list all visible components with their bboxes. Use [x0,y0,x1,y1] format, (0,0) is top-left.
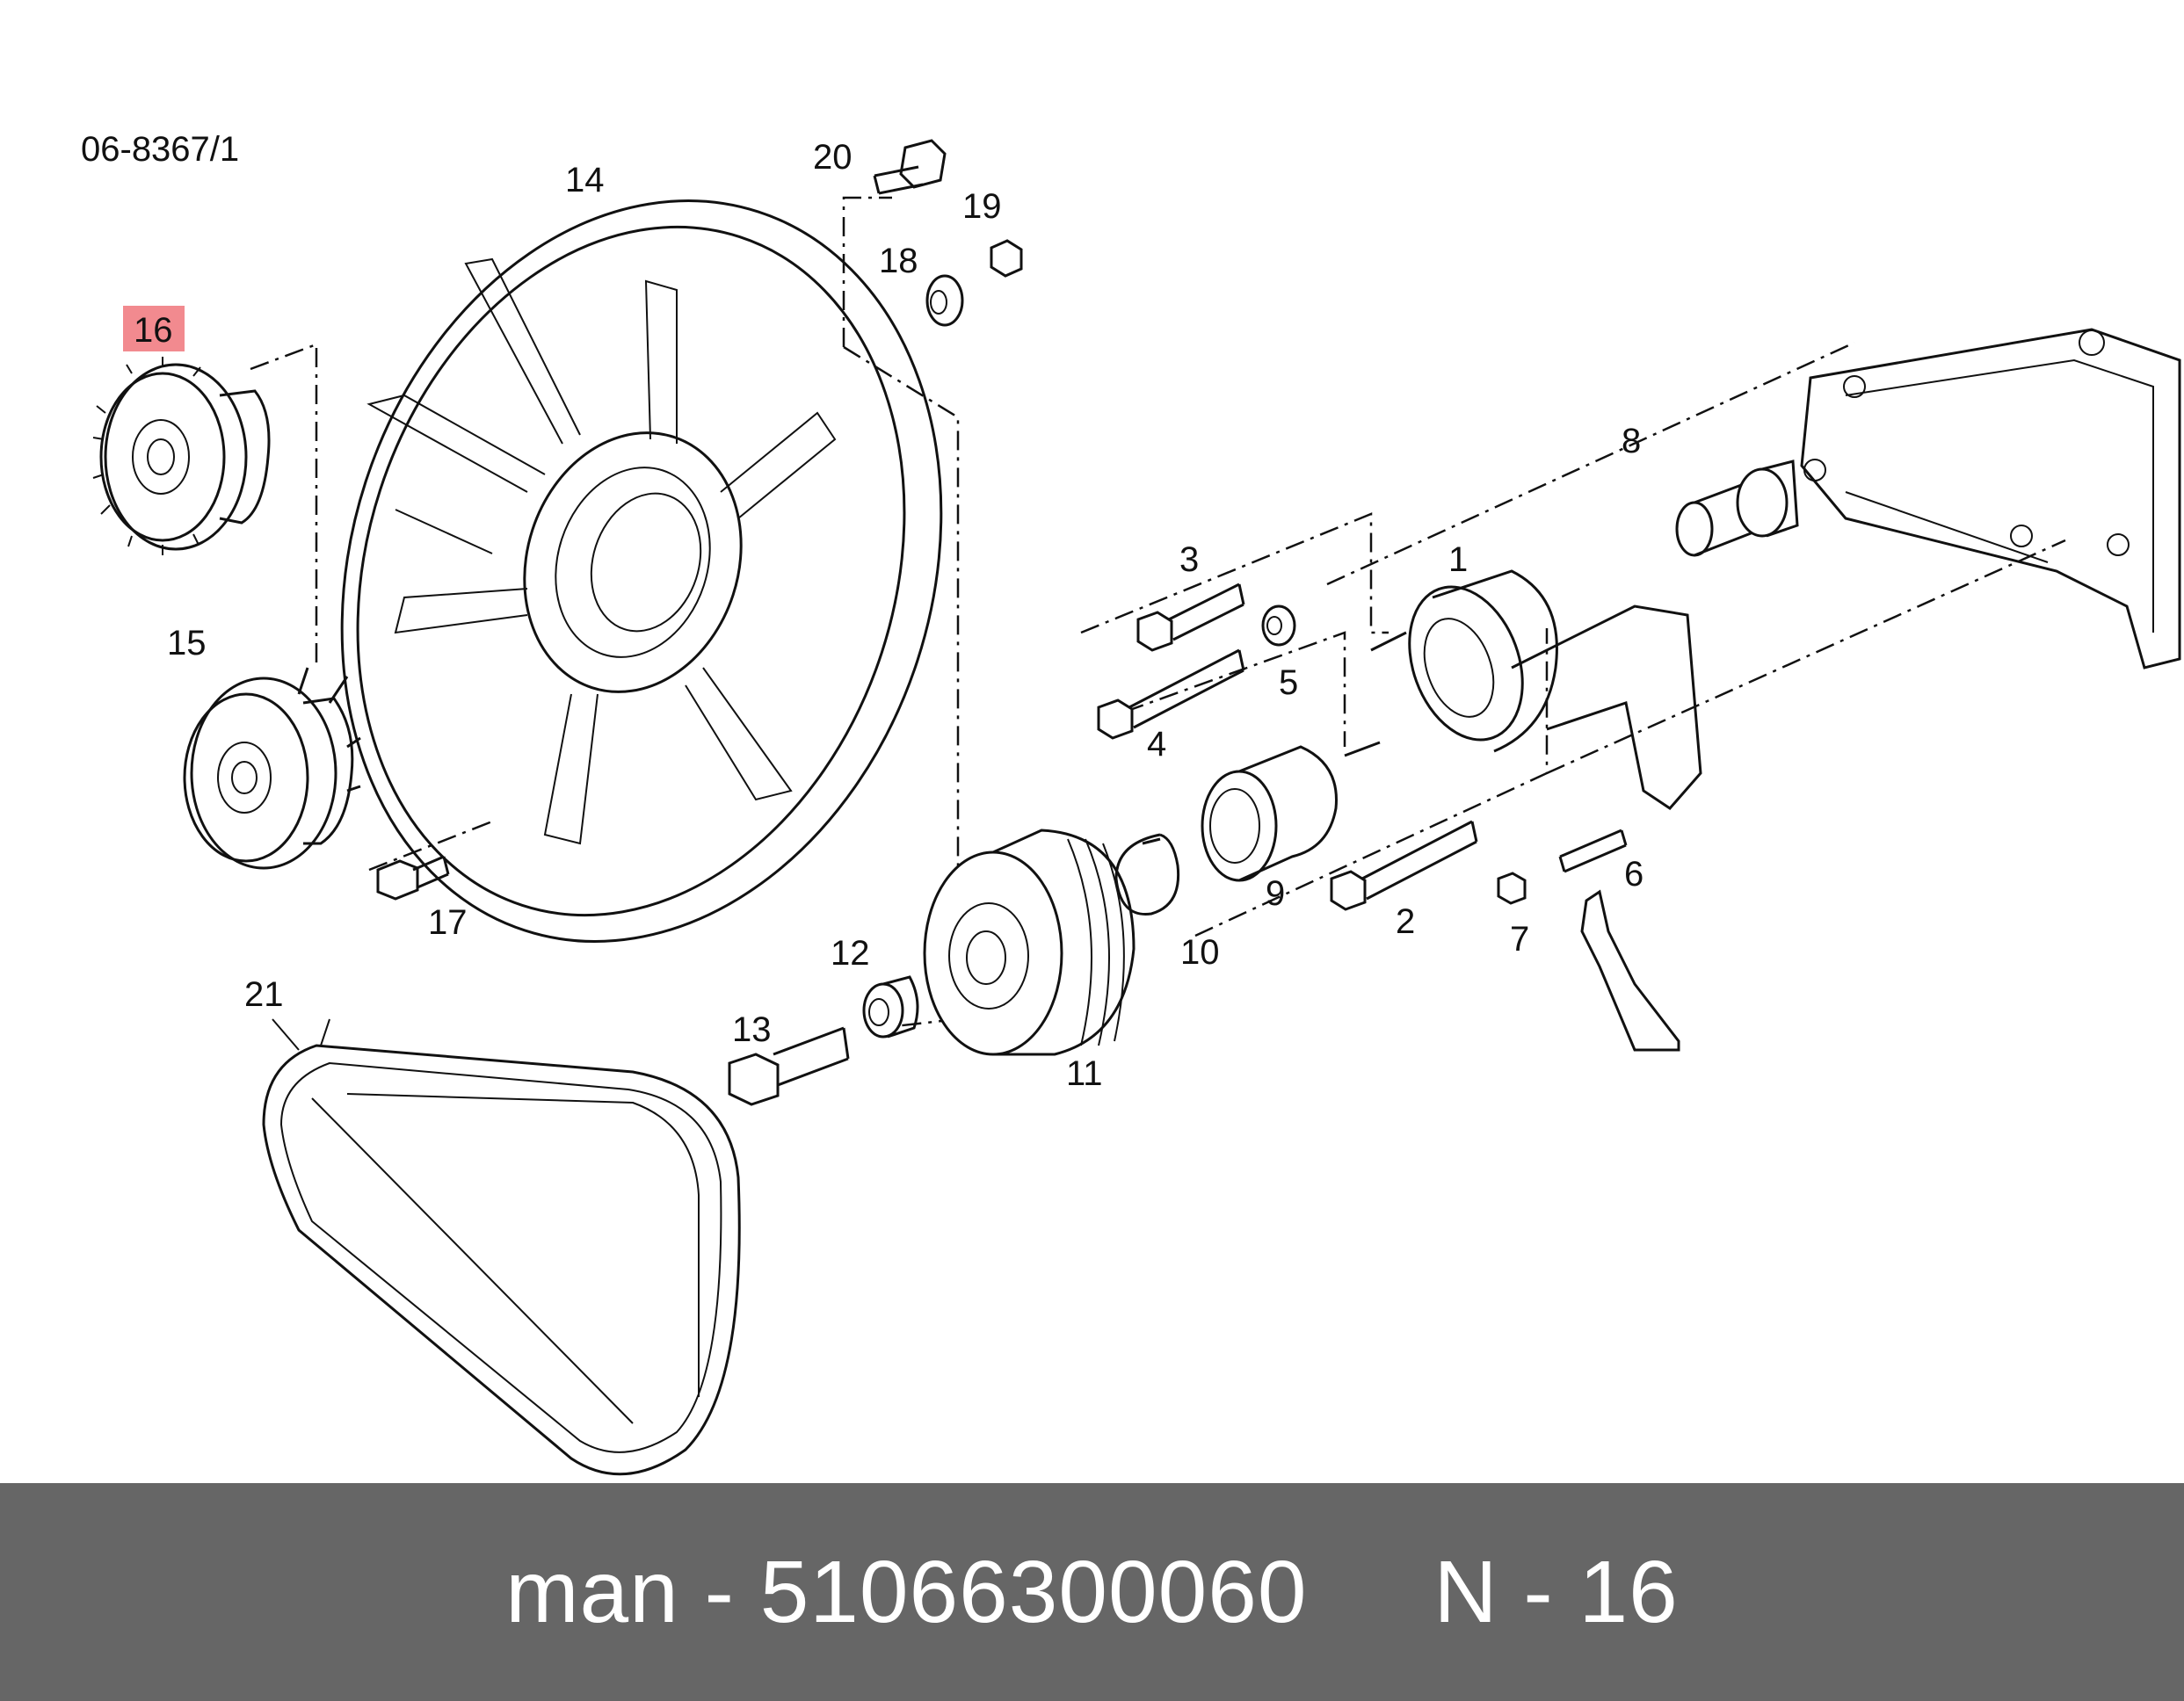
bolt-2 [1330,820,1478,911]
callout-5: 5 [1279,663,1298,702]
callout-16: 16 [134,311,173,350]
callout-3: 3 [1179,540,1199,579]
mounting-bracket [1800,328,2181,670]
position-label: N - 16 [1433,1542,1679,1641]
part-number: 51066300060 [759,1542,1308,1641]
callout-20: 20 [813,138,853,177]
bolt-3 [1136,583,1245,652]
footer-gap [1332,1543,1408,1641]
viscous-fan-clutch-15 [183,667,361,870]
callout-labels: 1 2 3 4 5 6 7 8 9 10 11 12 13 14 15 16 1… [123,138,1643,1093]
callout-4: 4 [1147,725,1166,764]
washer-5 [1261,604,1296,647]
parts-diagram: 06-8367/1 [81,130,2181,1476]
footer-caption: man - 51066300060 N - 16 [505,1542,1679,1643]
nut-19 [990,239,1023,278]
callout-16-highlight [123,306,185,351]
pulley-11 [923,829,1136,1056]
callout-13: 13 [732,1010,772,1049]
brand-name: man [505,1542,679,1641]
fan-wheel [340,199,943,943]
callout-2: 2 [1396,902,1415,941]
ribbed-belt-21 [262,1018,741,1476]
callout-18: 18 [879,242,918,280]
tensioner-bracket-1 [1344,569,1702,810]
callout-21: 21 [244,975,284,1014]
callout-7: 7 [1510,920,1529,959]
reference-code: 06-8367/1 [81,130,239,169]
washer-18 [925,274,964,327]
callout-10: 10 [1180,933,1220,972]
bolt-13 [728,1026,850,1106]
callout-17: 17 [428,903,468,942]
washer-12 [862,975,919,1039]
callout-11: 11 [1066,1054,1103,1093]
callout-12: 12 [831,934,870,973]
bolt-4 [1097,648,1245,740]
callout-19: 19 [962,187,1002,226]
stud-6 [1558,829,1628,873]
nut-7 [1497,872,1527,905]
footer-separator: - [704,1542,735,1641]
callout-6: 6 [1624,855,1643,894]
callout-9: 9 [1266,874,1285,913]
callout-15: 15 [167,624,207,662]
callout-14: 14 [565,161,605,199]
viscous-fan-clutch-16 [92,357,271,555]
sealant-tube [1580,889,1680,1052]
callout-1: 1 [1448,540,1468,579]
tensioner-roller-9 [1201,745,1338,882]
bolt-20 [873,139,947,195]
footer-bar: man - 51066300060 N - 16 [0,1483,2184,1701]
bushing-8 [1675,460,1799,557]
bolt-17 [376,855,450,901]
callout-8: 8 [1622,422,1641,460]
circlip-10 [1114,833,1180,916]
